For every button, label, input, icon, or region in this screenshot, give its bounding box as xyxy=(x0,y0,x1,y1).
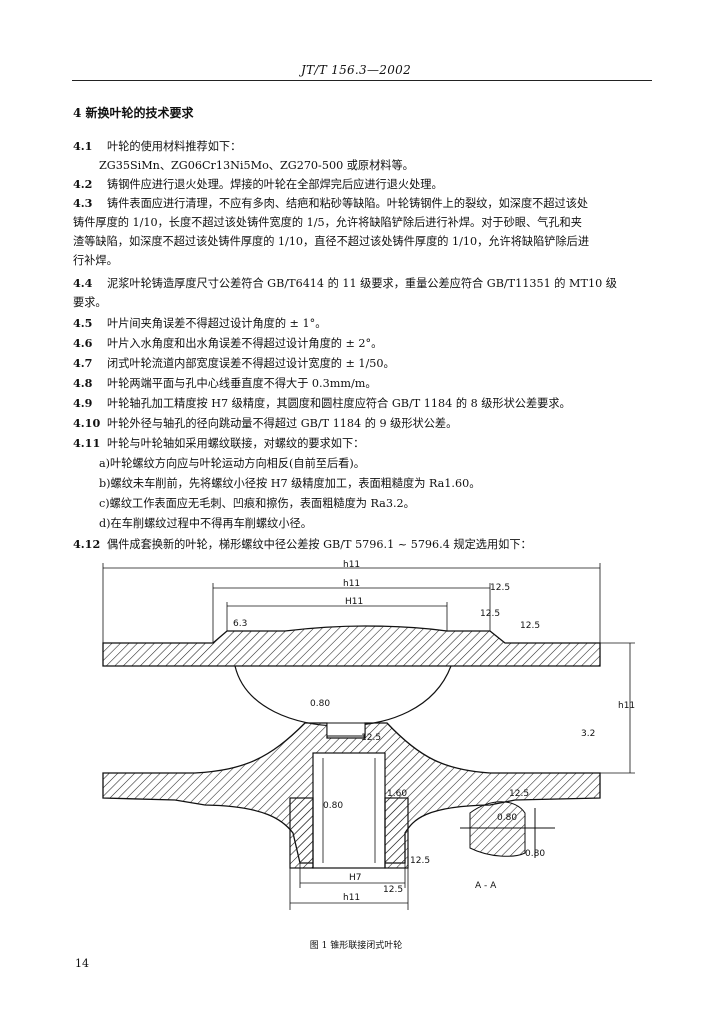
para-4-11-a: a)叶轮螺纹方向应与叶轮运动方向相反(自前至后看)。 xyxy=(99,457,365,470)
roughness-label: 12.5 xyxy=(509,789,529,799)
roughness-label: 12.5 xyxy=(480,609,500,619)
para-4-7: 4.7 闭式叶轮流道内部宽度误差不得超过设计宽度的 ± 1/50。 xyxy=(73,354,395,373)
para-4-11-b: b)螺纹未车削前，先将螺纹小径按 H7 级精度加工，表面粗糙度为 Ra1.60。 xyxy=(99,477,481,490)
para-number: 4.8 xyxy=(73,376,93,390)
para-text: 叶轮两端平面与孔中心线垂直度不得大于 0.3mm/m。 xyxy=(107,377,377,390)
dim-hub: h11 xyxy=(343,893,360,903)
para-4-5: 4.5 叶片间夹角误差不得超过设计角度的 ± 1°。 xyxy=(73,314,326,333)
header-rule xyxy=(72,80,652,81)
para-text: 叶片间夹角误差不得超过设计角度的 ± 1°。 xyxy=(107,317,327,330)
para-number: 4.2 xyxy=(73,177,93,191)
para-text: 叶片入水角度和出水角误差不得超过设计角度的 ± 2°。 xyxy=(107,337,383,350)
impeller-drawing: h11 h11 H11 h11 H7 h11 12.5 12.5 12.5 6.… xyxy=(102,560,635,910)
roughness-label: 12.5 xyxy=(361,733,381,743)
section-detail xyxy=(460,801,555,858)
dim-middle: h11 xyxy=(343,579,360,589)
para-4-3-line3: 渣等缺陷，如深度不超过该处铸件厚度的 1/10，直径不超过该处铸件厚度的 1/1… xyxy=(73,235,590,248)
roughness-label: 0.80 xyxy=(310,699,330,709)
para-number: 4.3 xyxy=(73,196,93,210)
roughness-label: 1.60 xyxy=(387,789,407,799)
header-standard-code: JT/T 156.3—2002 xyxy=(300,63,412,77)
para-4-11-c: c)螺纹工作表面应无毛刺、凹痕和擦伤，表面粗糙度为 Ra3.2。 xyxy=(99,497,415,510)
para-number: 4.11 xyxy=(73,436,101,450)
para-number: 4.9 xyxy=(73,396,93,410)
para-text: 叶轮与叶轮轴如采用螺纹联接，对螺纹的要求如下： xyxy=(107,437,365,450)
para-number: 4.1 xyxy=(73,139,93,153)
para-4-10: 4.10 叶轮外径与轴孔的径向跳动量不得超过 GB/T 1184 的 9 级形状公… xyxy=(73,414,457,433)
para-number: 4.7 xyxy=(73,356,93,370)
para-text: 闭式叶轮流道内部宽度误差不得超过设计宽度的 ± 1/50。 xyxy=(107,357,395,370)
hub-left-wall xyxy=(289,797,314,869)
para-text: 叶轮外径与轴孔的径向跳动量不得超过 GB/T 1184 的 9 级形状公差。 xyxy=(107,417,458,430)
bore xyxy=(312,752,386,869)
para-number: 4.4 xyxy=(73,276,93,290)
hub-right-wall xyxy=(384,797,409,869)
para-4-4: 4.4 泥浆叶轮铸造厚度尺寸公差符合 GB/T6414 的 11 级要求，重量公差… xyxy=(73,274,617,293)
para-4-4-line2: 要求。 xyxy=(73,296,107,309)
para-number: 4.10 xyxy=(73,416,101,430)
dim-right: h11 xyxy=(618,701,635,711)
roughness-label: 12.5 xyxy=(490,583,510,593)
para-text: 叶轮的使用材料推荐如下： xyxy=(107,140,242,153)
roughness-label: 0.80 xyxy=(323,801,343,811)
para-4-8: 4.8 叶轮两端平面与孔中心线垂直度不得大于 0.3mm/m。 xyxy=(73,374,377,393)
para-4-1-materials: ZG35SiMn、ZG06Cr13Ni5Mo、ZG270-500 或原材料等。 xyxy=(99,159,414,172)
para-text: 偶件成套换新的叶轮，梯形螺纹中径公差按 GB/T 5796.1 ~ 5796.4… xyxy=(107,538,532,551)
roughness-label: 12.5 xyxy=(383,885,403,895)
bore-opening xyxy=(326,722,366,737)
para-4-1: 4.1 叶轮的使用材料推荐如下： xyxy=(73,137,241,156)
page-number: 14 xyxy=(75,957,89,970)
para-4-2: 4.2 铸钢件应进行退火处理。焊接的叶轮在全部焊完后应进行退火处理。 xyxy=(73,175,443,194)
para-text: 叶轮轴孔加工精度按 H7 级精度，其圆度和圆柱度应符合 GB/T 1184 的 … xyxy=(107,397,571,410)
para-4-11-d: d)在车削螺纹过程中不得再车削螺纹小径。 xyxy=(99,517,312,530)
roughness-label: 0.80 xyxy=(525,849,545,859)
para-4-3-line2: 铸件厚度的 1/10，长度不超过该处铸件宽度的 1/5，允许将缺陷铲除后进行补焊… xyxy=(73,216,582,229)
roughness-label: 3.2 xyxy=(581,729,595,739)
dim-bore: H7 xyxy=(349,873,362,883)
para-text: 铸钢件应进行退火处理。焊接的叶轮在全部焊完后应进行退火处理。 xyxy=(107,178,443,191)
para-4-11: 4.11 叶轮与叶轮轴如采用螺纹联接，对螺纹的要求如下： xyxy=(73,434,364,453)
para-4-3: 4.3 铸件表面应进行清理，不应有多肉、结疤和粘砂等缺陷。叶轮铸钢件上的裂纹，如深… xyxy=(73,194,588,213)
figure-caption: 图 1 锥形联接闭式叶轮 xyxy=(309,941,403,951)
para-4-9: 4.9 叶轮轴孔加工精度按 H7 级精度，其圆度和圆柱度应符合 GB/T 1184… xyxy=(73,394,571,413)
para-text: 铸件表面应进行清理，不应有多肉、结疤和粘砂等缺陷。叶轮铸钢件上的裂纹，如深度不超… xyxy=(107,197,589,210)
dim-top: h11 xyxy=(343,560,360,570)
roughness-label: 12.5 xyxy=(410,856,430,866)
section-title: 4 新换叶轮的技术要求 xyxy=(73,106,194,120)
section-label: A - A xyxy=(475,881,497,891)
para-text: 泥浆叶轮铸造厚度尺寸公差符合 GB/T6414 的 11 级要求，重量公差应符合… xyxy=(107,277,617,290)
eye-cavity xyxy=(234,665,452,727)
front-shroud-section xyxy=(102,625,601,667)
para-4-12: 4.12 偶件成套换新的叶轮，梯形螺纹中径公差按 GB/T 5796.1 ~ 57… xyxy=(73,535,532,554)
para-4-6: 4.6 叶片入水角度和出水角误差不得超过设计角度的 ± 2°。 xyxy=(73,334,382,353)
para-number: 4.12 xyxy=(73,537,101,551)
roughness-label: 0.80 xyxy=(497,813,517,823)
para-4-3-line4: 行补焊。 xyxy=(73,254,118,267)
dim-inner: H11 xyxy=(345,597,363,607)
roughness-label: 12.5 xyxy=(520,621,540,631)
para-number: 4.5 xyxy=(73,316,93,330)
roughness-label: 6.3 xyxy=(233,619,247,629)
para-number: 4.6 xyxy=(73,336,93,350)
